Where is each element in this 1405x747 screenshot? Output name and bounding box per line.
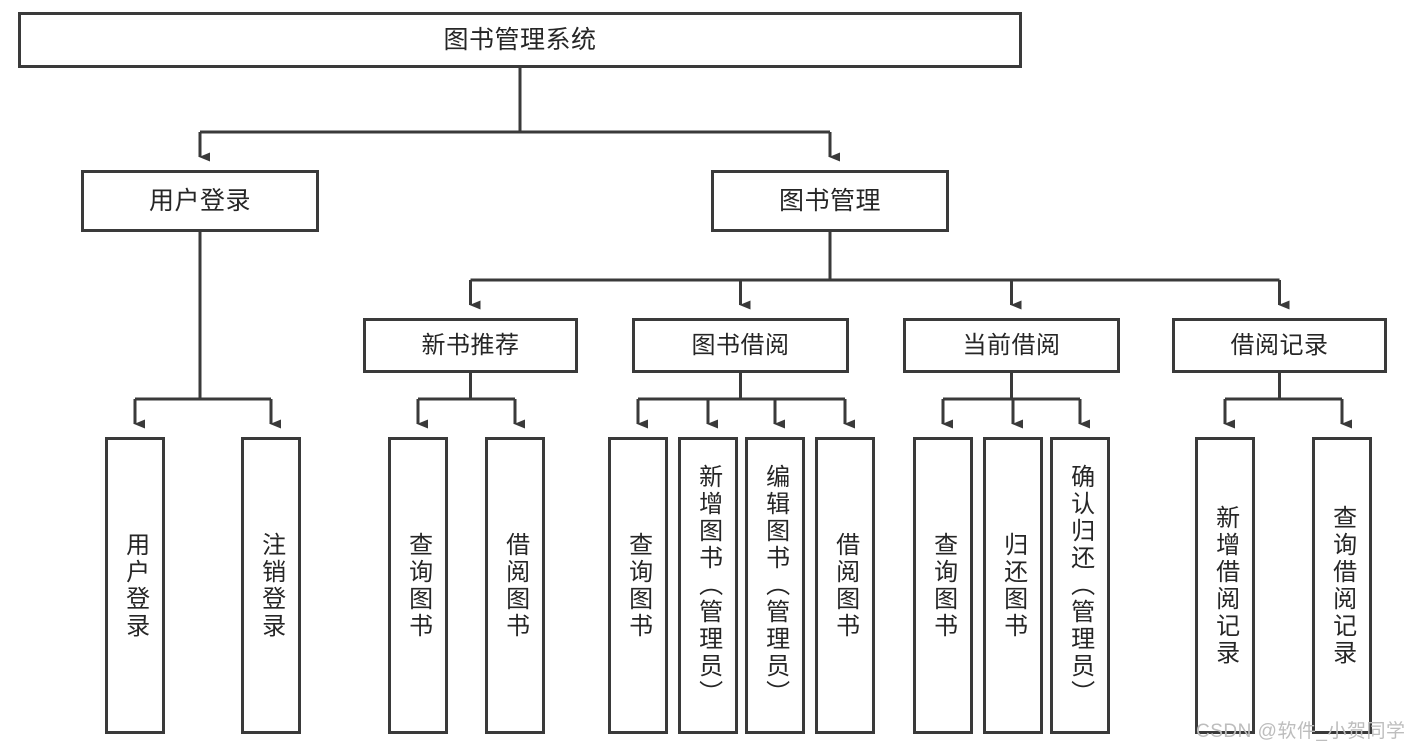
node-label-new-book-recommend: 新书推荐 [421, 331, 520, 359]
node-label-leaf-borrow-book-2: 借阅图书 [831, 531, 859, 640]
csdn-watermark: CSDN @软件_小贺同学 [1196, 721, 1405, 742]
node-label-leaf-user-login: 用户登录 [121, 531, 149, 640]
node-label-user-login: 用户登录 [148, 186, 251, 215]
node-label-leaf-logout: 注销登录 [257, 531, 285, 640]
node-leaf-add-book[interactable]: 新增图书（管理员） [678, 437, 738, 734]
node-leaf-confirm-return[interactable]: 确认归还（管理员） [1050, 437, 1110, 734]
node-label-leaf-confirm-return: 确认归还（管理员） [1066, 464, 1094, 707]
node-label-book-borrow: 图书借阅 [691, 331, 790, 359]
node-book-management[interactable]: 图书管理 [711, 170, 949, 232]
node-current-borrow[interactable]: 当前借阅 [903, 318, 1120, 373]
node-leaf-return-book[interactable]: 归还图书 [983, 437, 1043, 734]
node-leaf-borrow-book-1[interactable]: 借阅图书 [485, 437, 545, 734]
node-leaf-query-book-2[interactable]: 查询图书 [608, 437, 668, 734]
node-borrow-record[interactable]: 借阅记录 [1172, 318, 1387, 373]
node-leaf-query-record[interactable]: 查询借阅记录 [1312, 437, 1372, 734]
node-leaf-query-book-1[interactable]: 查询图书 [388, 437, 448, 734]
node-new-book-recommend[interactable]: 新书推荐 [363, 318, 578, 373]
node-leaf-user-login[interactable]: 用户登录 [105, 437, 165, 734]
node-label-leaf-edit-book: 编辑图书（管理员） [761, 464, 789, 707]
node-label-leaf-query-book-2: 查询图书 [624, 531, 652, 640]
node-label-leaf-borrow-book-1: 借阅图书 [501, 531, 529, 640]
node-book-borrow[interactable]: 图书借阅 [632, 318, 849, 373]
connector-group [133, 68, 1352, 429]
node-label-book-management: 图书管理 [778, 186, 881, 215]
node-leaf-edit-book[interactable]: 编辑图书（管理员） [745, 437, 805, 734]
node-leaf-borrow-book-2[interactable]: 借阅图书 [815, 437, 875, 734]
node-leaf-logout[interactable]: 注销登录 [241, 437, 301, 734]
node-label-borrow-record: 借阅记录 [1230, 331, 1329, 359]
node-leaf-query-book-3[interactable]: 查询图书 [913, 437, 973, 734]
node-label-root: 图书管理系统 [443, 25, 597, 54]
node-leaf-add-record[interactable]: 新增借阅记录 [1195, 437, 1255, 734]
node-label-leaf-return-book: 归还图书 [999, 531, 1027, 640]
node-label-leaf-add-book: 新增图书（管理员） [694, 464, 722, 707]
node-label-leaf-query-book-3: 查询图书 [929, 531, 957, 640]
node-label-leaf-add-record: 新增借阅记录 [1211, 504, 1239, 667]
node-root[interactable]: 图书管理系统 [18, 12, 1022, 68]
node-user-login[interactable]: 用户登录 [81, 170, 319, 232]
node-label-leaf-query-record: 查询借阅记录 [1328, 504, 1356, 667]
node-label-current-borrow: 当前借阅 [962, 331, 1061, 359]
node-label-leaf-query-book-1: 查询图书 [404, 531, 432, 640]
